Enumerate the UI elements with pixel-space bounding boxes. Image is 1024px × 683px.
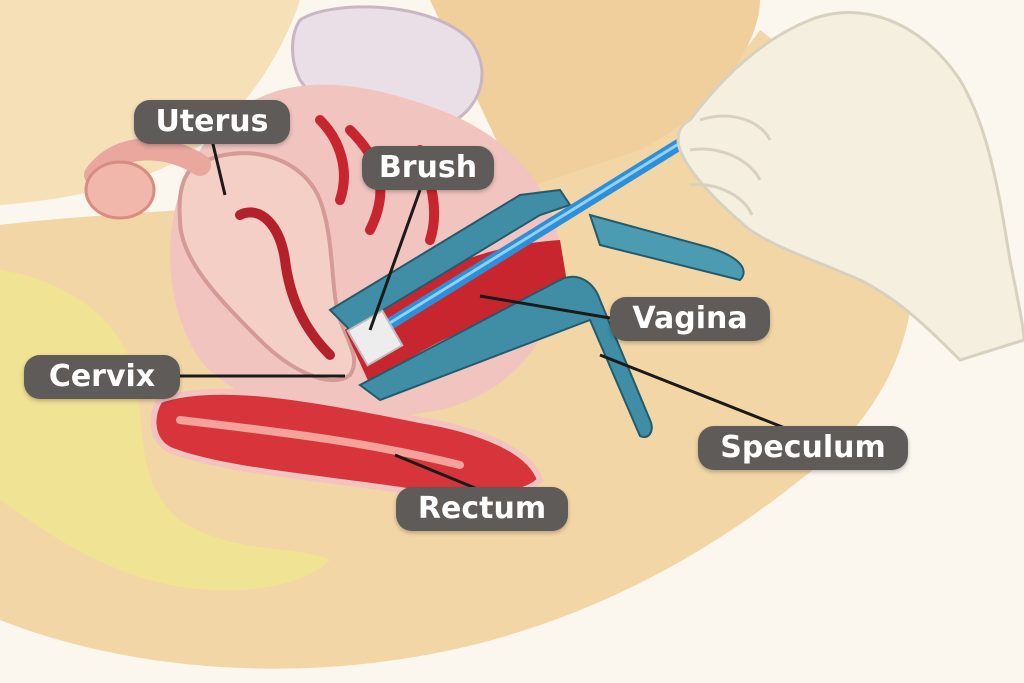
vaginal-canal — [345, 240, 570, 385]
cervix-label: Cervix — [24, 355, 180, 399]
rectum-leader — [394, 453, 476, 490]
speculum-leader — [599, 353, 791, 432]
speculum-lower-blade — [358, 275, 653, 438]
uterus-label: Uterus — [134, 100, 290, 144]
vagina-label: Vagina — [610, 297, 770, 341]
pelvic-bone — [0, 270, 330, 591]
rectum-label: Rectum — [396, 487, 568, 531]
uterus-leader — [210, 139, 227, 196]
ovary — [84, 160, 156, 220]
brush-leader — [368, 189, 422, 331]
brush-tip — [346, 309, 404, 367]
uterus-cavity — [235, 207, 335, 360]
buttock-skin — [430, 0, 760, 190]
speculum-label: Speculum — [698, 426, 908, 470]
glove-fingers — [689, 114, 772, 216]
rectum-inner — [176, 416, 464, 469]
gloved-hand — [676, 11, 1024, 362]
brush-label: Brush — [362, 146, 494, 190]
speculum-handle — [588, 213, 745, 282]
vagina-leader — [479, 294, 611, 320]
